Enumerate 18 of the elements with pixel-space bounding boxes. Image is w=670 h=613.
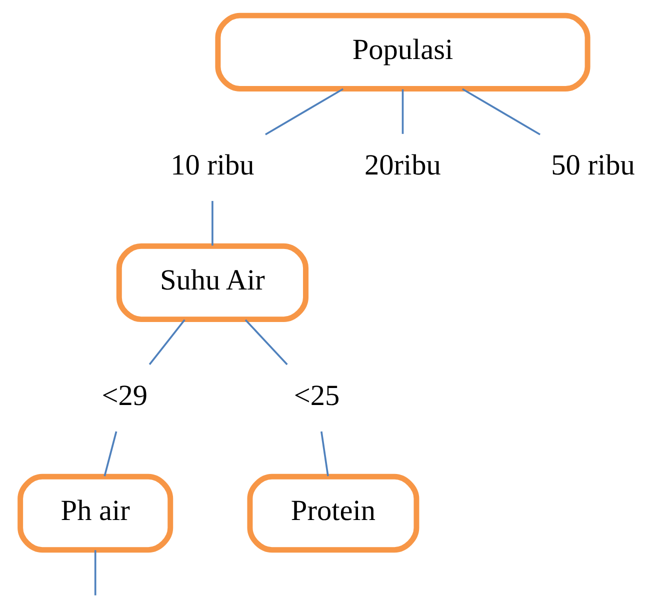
- connector: [244, 319, 288, 366]
- node-text: 10 ribu: [170, 149, 254, 182]
- node-box: Suhu Air: [116, 243, 308, 322]
- node-box: Populasi: [214, 12, 590, 92]
- connector: [264, 88, 344, 136]
- connector: [94, 550, 96, 596]
- connector: [461, 88, 540, 136]
- connector: [211, 200, 213, 246]
- node-text: 50 ribu: [550, 149, 634, 182]
- connector: [103, 431, 117, 476]
- node-text: 20ribu: [364, 149, 440, 182]
- connector: [320, 431, 328, 476]
- node-text: <25: [293, 380, 340, 412]
- connector: [148, 319, 185, 366]
- node-box: Protein: [246, 474, 419, 553]
- node-box: Ph air: [17, 474, 173, 553]
- node-text: <29: [101, 380, 148, 412]
- connector: [401, 89, 404, 134]
